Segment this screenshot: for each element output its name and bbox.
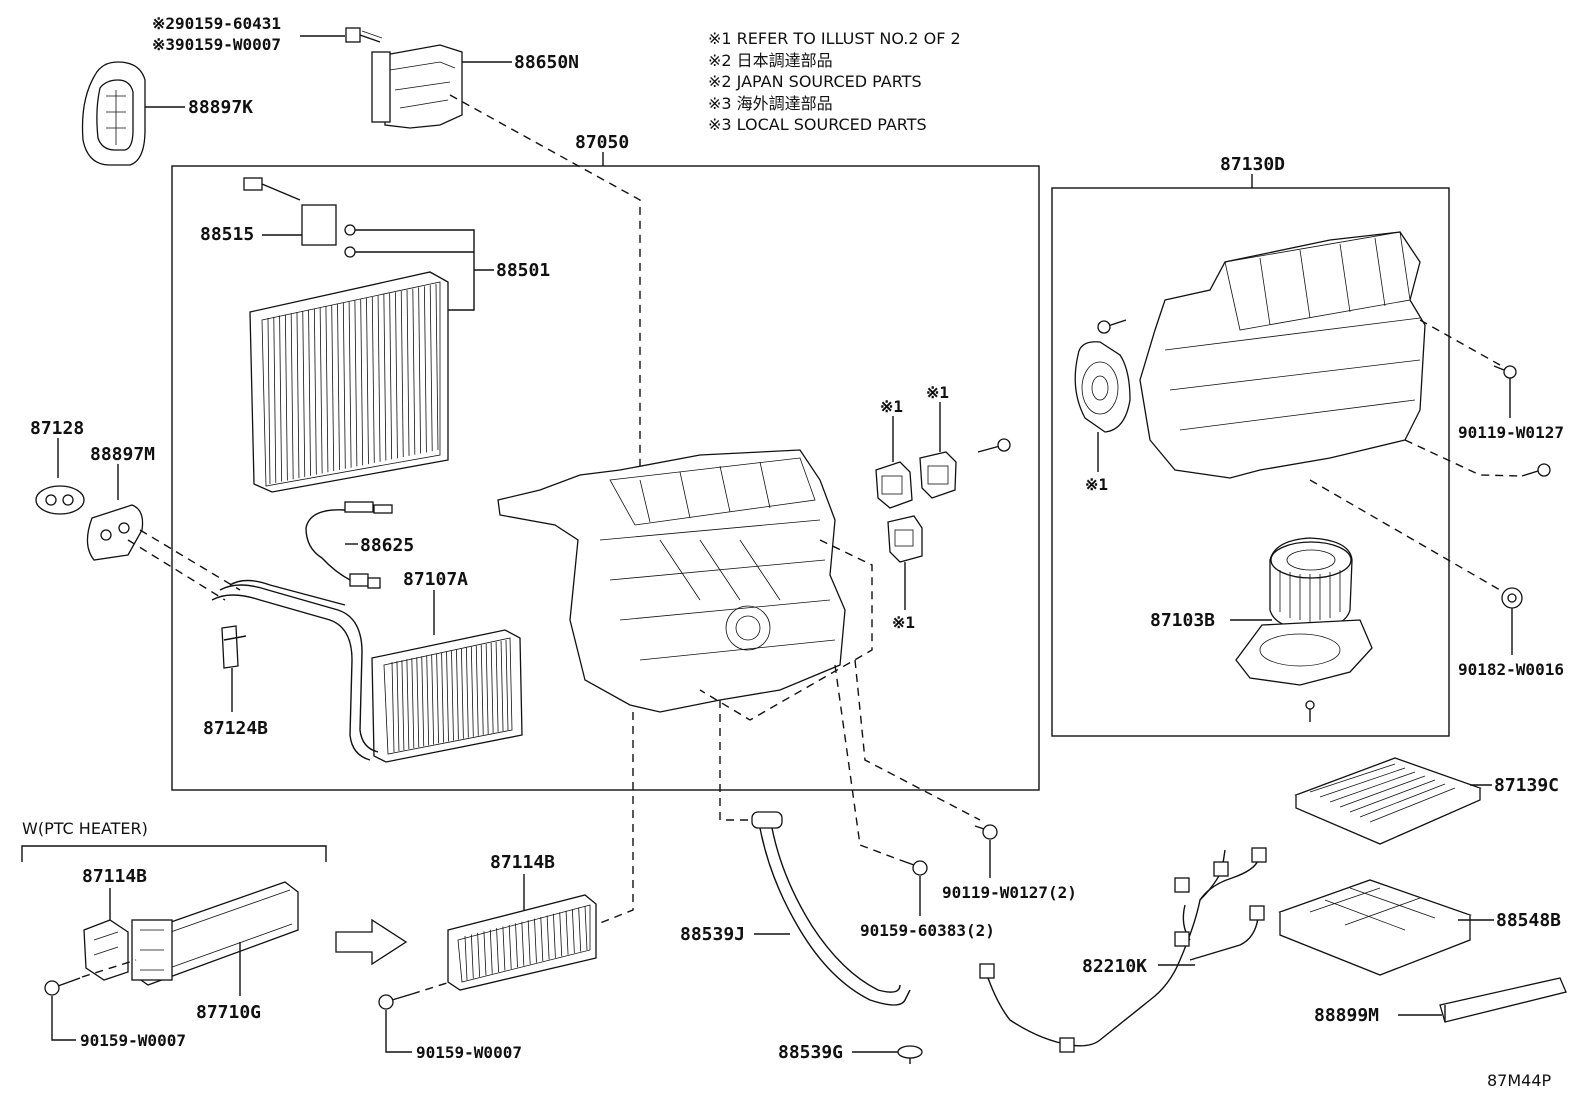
expansion-valve-88515: [243, 177, 356, 258]
label-88539G: 88539G: [778, 1042, 843, 1063]
screw-icon: [44, 977, 81, 996]
label-87114B-mid: 87114B: [490, 852, 555, 873]
servo-motor-a: [875, 461, 913, 509]
label-ptc-heater: W(PTC HEATER): [22, 819, 148, 838]
label-90159-w0007-left: 90159-W0007: [80, 1031, 186, 1050]
label-87139C: 87139C: [1494, 775, 1559, 796]
nut-icon: [1501, 587, 1523, 609]
label-90182-w0016: 90182-W0016: [1458, 660, 1564, 679]
notes-block: ※1 REFER TO ILLUST NO.2 OF 2 ※2 日本調達部品 ※…: [708, 29, 961, 134]
label-90159-60383-2: 90159-60383(2): [860, 921, 995, 940]
bracket-87124b: [221, 625, 247, 669]
heater-clip-87114b-left: [83, 919, 129, 981]
label-90119-w0127-2: 90119-W0127(2): [942, 883, 1077, 902]
wire-harness-82210k: [979, 847, 1267, 1053]
note-local-jp: ※3 海外調達部品: [708, 94, 833, 113]
screw-icon: [977, 438, 1011, 453]
label-mark1-c: ※1: [892, 613, 915, 632]
arrow-right-icon: [335, 918, 408, 966]
label-mark1-b: ※1: [926, 383, 949, 402]
ptc-heater-bracket: [21, 845, 327, 862]
heater-core-87107a: [211, 579, 523, 763]
sensor-88625: [305, 501, 393, 589]
label-87128: 87128: [30, 418, 84, 439]
note-japan-en: ※2 JAPAN SOURCED PARTS: [708, 72, 922, 91]
screw-icon: [1493, 365, 1517, 379]
label-88899M: 88899M: [1314, 1005, 1379, 1026]
label-87114B-left: 87114B: [82, 866, 147, 887]
label-mark1-d: ※1: [1085, 475, 1108, 494]
label-87050: 87050: [575, 132, 629, 153]
label-88501: 88501: [496, 260, 550, 281]
cover-88899m: [1439, 977, 1567, 1023]
label-90159-60431: ※290159-60431: [152, 14, 281, 33]
servo-motor-c: [887, 515, 923, 563]
label-88548B: 88548B: [1496, 910, 1561, 931]
screw-icon: [1097, 319, 1127, 334]
grommet-88897k: [81, 61, 146, 166]
label-87103B: 87103B: [1150, 610, 1215, 631]
ptc-heater-87710g: [131, 881, 299, 986]
label-88625: 88625: [360, 535, 414, 556]
blower-assembly-frame: [1051, 187, 1450, 737]
label-mark1-a: ※1: [880, 397, 903, 416]
label-90119-w0127: 90119-W0127: [1458, 423, 1564, 442]
illustration-code: 87M44P: [1487, 1071, 1552, 1090]
note-local-en: ※3 LOCAL SOURCED PARTS: [708, 115, 927, 134]
label-87107A: 87107A: [403, 569, 468, 590]
drain-cap-88539g: [897, 1045, 923, 1064]
label-88897K: 88897K: [188, 97, 253, 118]
hvac-case: [497, 449, 846, 713]
blower-cover: [1074, 341, 1131, 433]
label-90159-w0007-mid: 90159-W0007: [416, 1043, 522, 1062]
label-88515: 88515: [200, 224, 254, 245]
label-88539J: 88539J: [680, 924, 745, 945]
seal-87128: [35, 485, 85, 515]
label-87124B: 87124B: [203, 718, 268, 739]
label-87710G: 87710G: [196, 1002, 261, 1023]
note-refer-illust: ※1 REFER TO ILLUST NO.2 OF 2: [708, 29, 961, 48]
screw-icon: [974, 824, 998, 840]
filter-case-88548b: [1278, 879, 1472, 976]
evaporator-88501: [249, 271, 449, 493]
seal-88897m: [86, 504, 144, 561]
screw-icon: [1305, 700, 1315, 722]
bracket-88650n: [371, 44, 463, 129]
filter-87139c: [1294, 757, 1482, 845]
note-japan-jp: ※2 日本調達部品: [708, 51, 833, 70]
bolt-icon: [345, 27, 383, 43]
main-assembly-frame: [171, 165, 1040, 791]
label-90159-w0007-top: ※390159-W0007: [152, 35, 281, 54]
blower-case: [1139, 231, 1426, 479]
heater-module-87114b-mid: [447, 894, 597, 991]
blower-motor-87103b: [1235, 537, 1373, 686]
drain-hose-88539j: [751, 811, 911, 1006]
label-87130D: 87130D: [1220, 154, 1285, 175]
label-88897M: 88897M: [90, 444, 155, 465]
screw-icon: [1521, 463, 1551, 477]
screw-icon: [899, 859, 928, 876]
screw-icon: [378, 993, 413, 1010]
label-82210K: 82210K: [1082, 956, 1147, 977]
label-88650N: 88650N: [514, 52, 579, 73]
servo-motor-b: [919, 451, 957, 499]
